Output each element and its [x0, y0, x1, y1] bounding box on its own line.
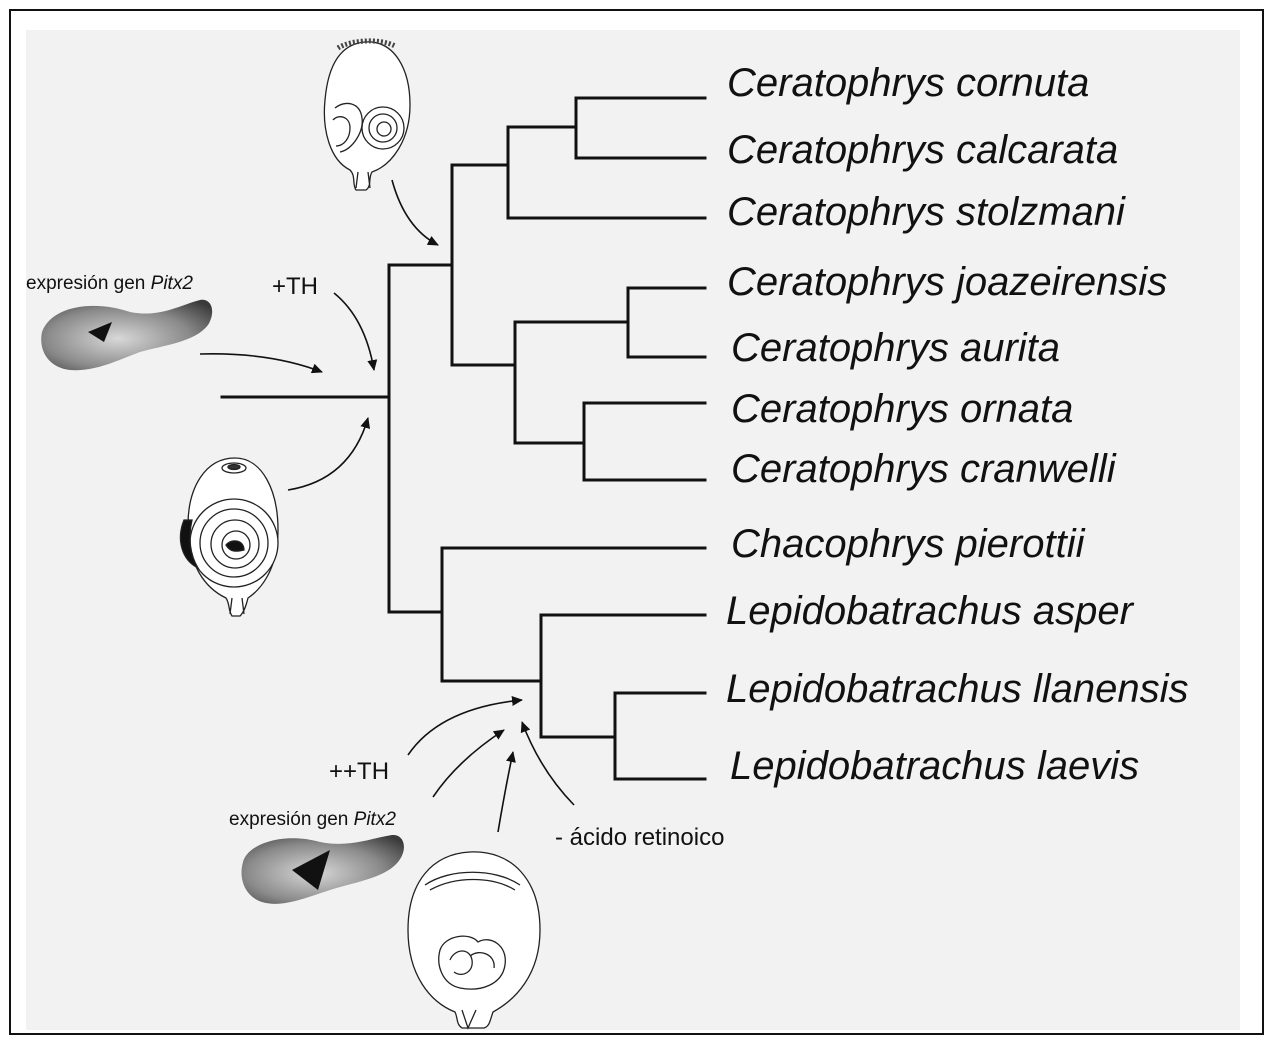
- tadpole-ventral-gut-icon: [180, 458, 278, 616]
- retinoic-acid-label: - ácido retinoico: [555, 826, 724, 850]
- expression-text: expresión gen: [229, 809, 354, 830]
- taxon-label: Ceratophrys calcarata: [727, 130, 1118, 170]
- tadpole-ventral-large-icon: [408, 852, 540, 1028]
- gene-name: Pitx2: [354, 809, 396, 830]
- taxon-label: Chacophrys pierottii: [731, 524, 1085, 564]
- tadpole-dorsal-icon: [324, 41, 410, 190]
- taxon-label: Ceratophrys joazeirensis: [727, 262, 1167, 302]
- gene-name: Pitx2: [151, 273, 193, 294]
- taxon-label: Lepidobatrachus laevis: [730, 746, 1139, 786]
- pitx2-expression-label-top: expresión gen Pitx2: [26, 274, 193, 293]
- tadpole-lateral-pitx2-icon: [41, 300, 212, 370]
- expression-text: expresión gen: [26, 273, 151, 294]
- taxon-label: Ceratophrys cornuta: [727, 63, 1089, 103]
- pitx2-expression-label-bottom: expresión gen Pitx2: [229, 810, 396, 829]
- taxon-label: Lepidobatrachus asper: [726, 591, 1133, 631]
- taxon-label: Lepidobatrachus llanensis: [726, 669, 1189, 709]
- taxon-label: Ceratophrys ornata: [731, 389, 1073, 429]
- th-plus-label: +TH: [272, 275, 318, 299]
- th-plusplus-label: ++TH: [329, 760, 389, 784]
- tadpole-lateral-pitx2-bottom-icon: [242, 835, 404, 904]
- tree-branches: [222, 98, 705, 779]
- taxon-label: Ceratophrys aurita: [731, 328, 1060, 368]
- taxon-label: Ceratophrys cranwelli: [731, 449, 1116, 489]
- taxon-label: Ceratophrys stolzmani: [727, 192, 1125, 232]
